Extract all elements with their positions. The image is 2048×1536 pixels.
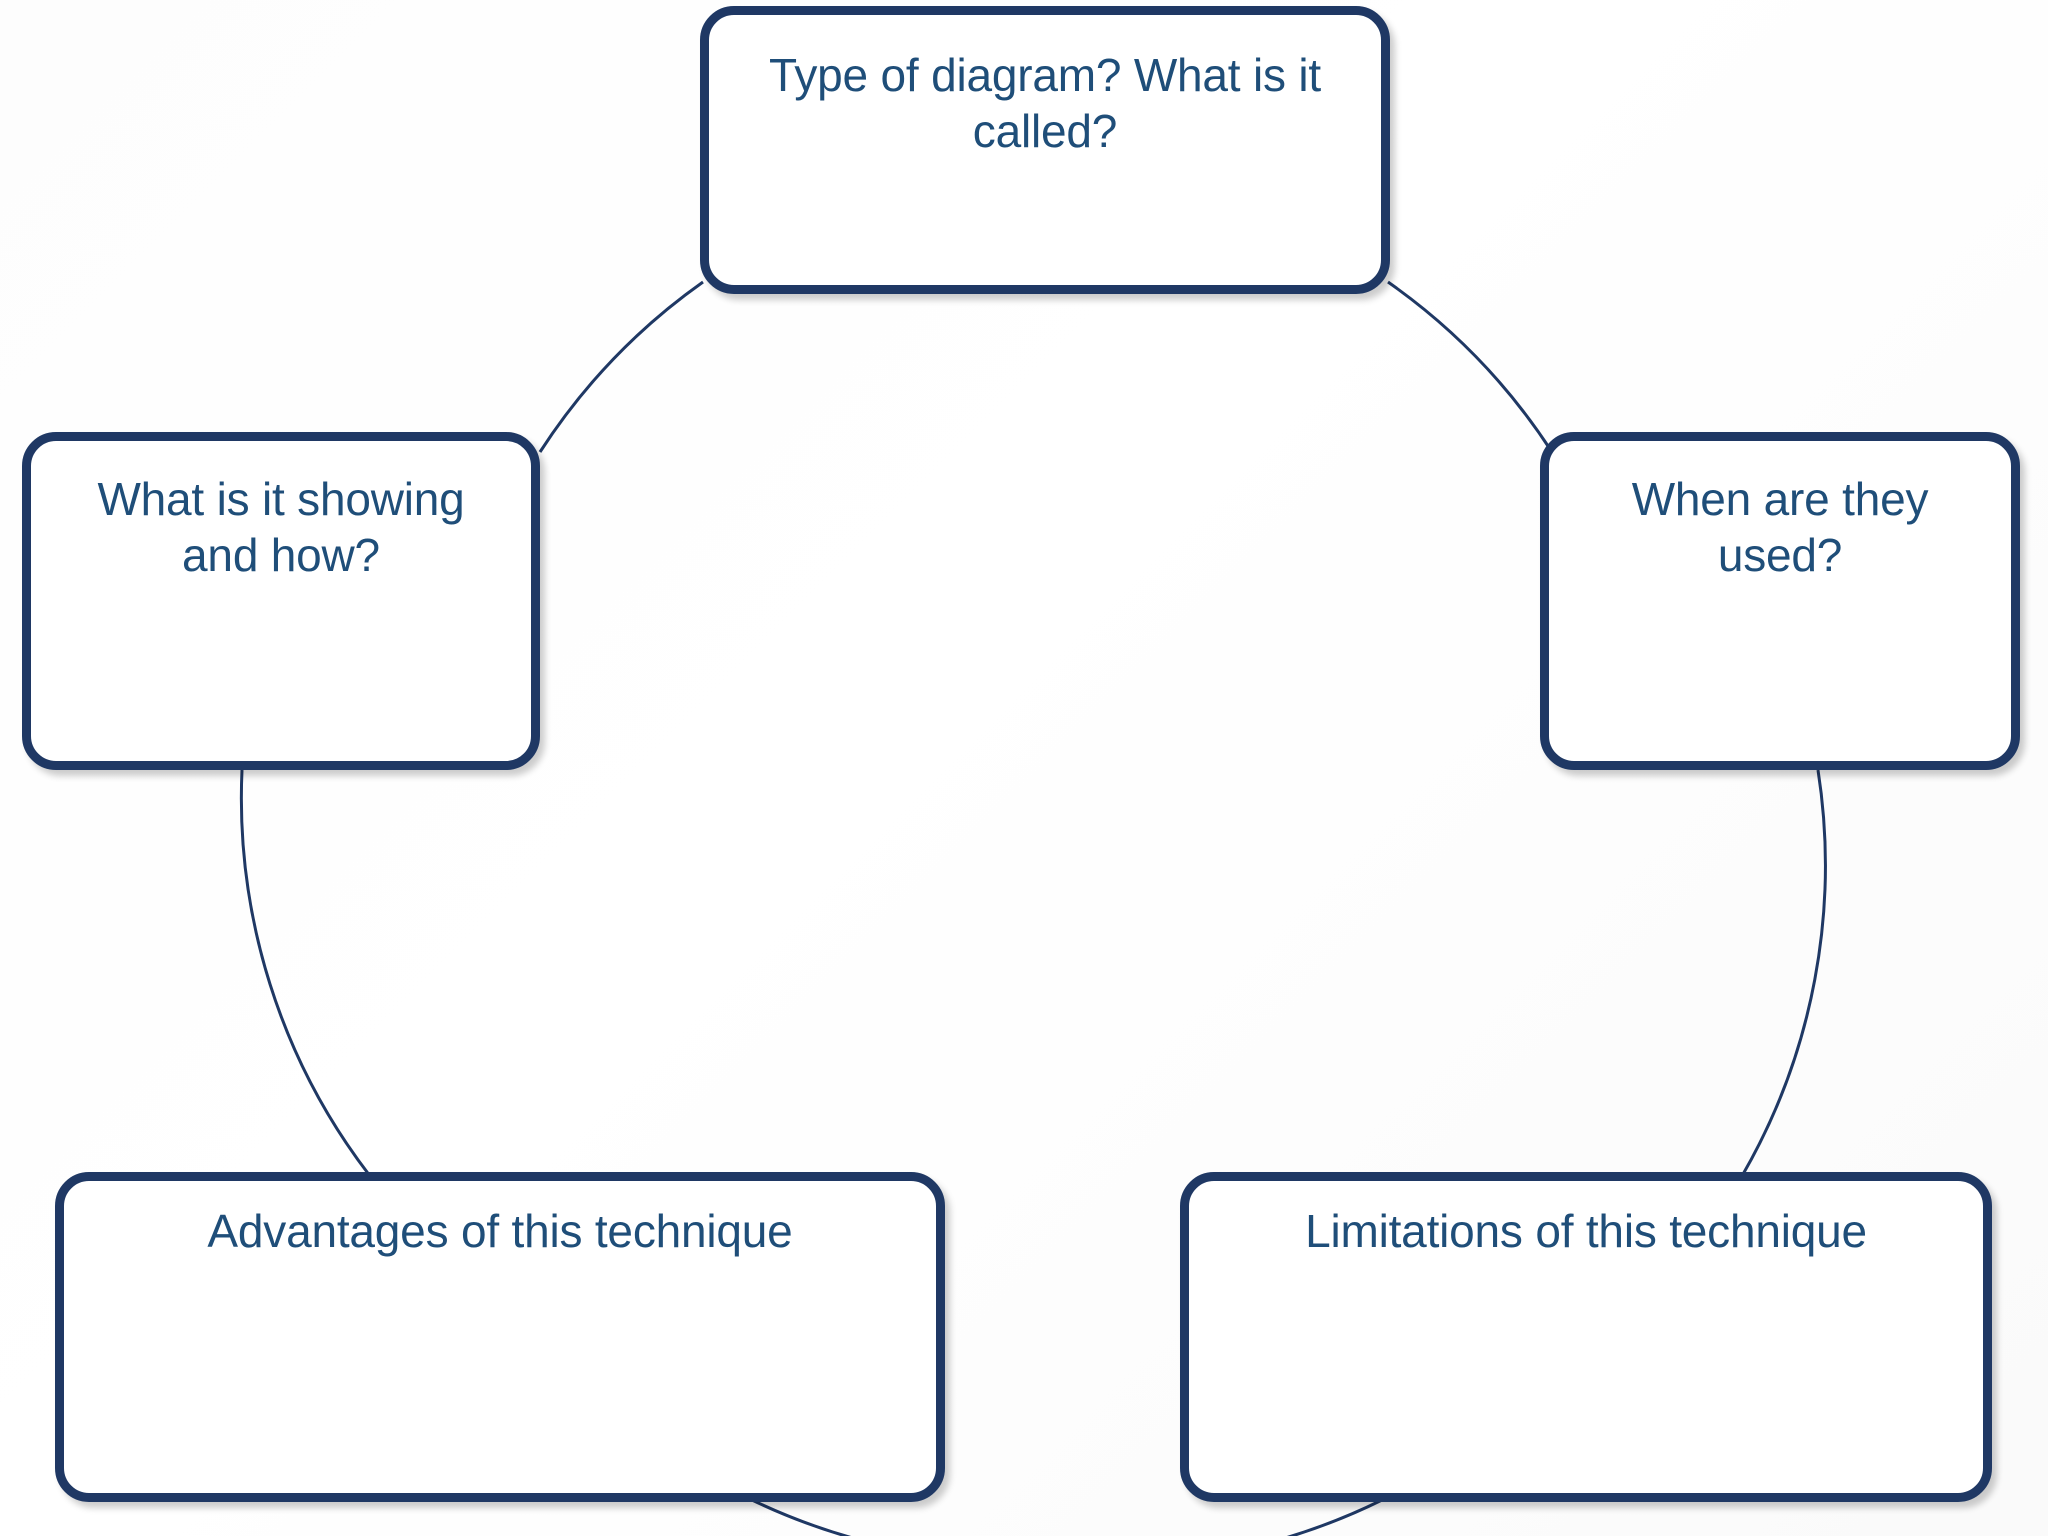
arc-when-to-limitations xyxy=(1740,769,1827,1177)
node-type-of-diagram[interactable]: Type of diagram? What is it called? xyxy=(700,6,1390,294)
arc-showing-to-advantages xyxy=(239,769,372,1177)
node-advantages[interactable]: Advantages of this technique xyxy=(55,1172,945,1502)
arc-showing-to-type xyxy=(538,280,704,453)
node-what-is-it-showing[interactable]: What is it showing and how? xyxy=(22,432,540,770)
node-limitations[interactable]: Limitations of this technique xyxy=(1180,1172,1992,1502)
arc-advantages-continuation xyxy=(751,1498,852,1536)
node-type-of-diagram-label: Type of diagram? What is it called? xyxy=(769,49,1321,158)
node-advantages-label: Advantages of this technique xyxy=(207,1205,793,1257)
node-when-are-they-used-label: When are they used? xyxy=(1631,473,1929,582)
node-what-is-it-showing-label: What is it showing and how? xyxy=(97,473,465,582)
node-when-are-they-used[interactable]: When are they used? xyxy=(1540,432,2020,770)
arc-type-to-when xyxy=(1387,280,1554,453)
arc-limitations-continuation xyxy=(1286,1498,1383,1536)
node-limitations-label: Limitations of this technique xyxy=(1305,1205,1867,1257)
